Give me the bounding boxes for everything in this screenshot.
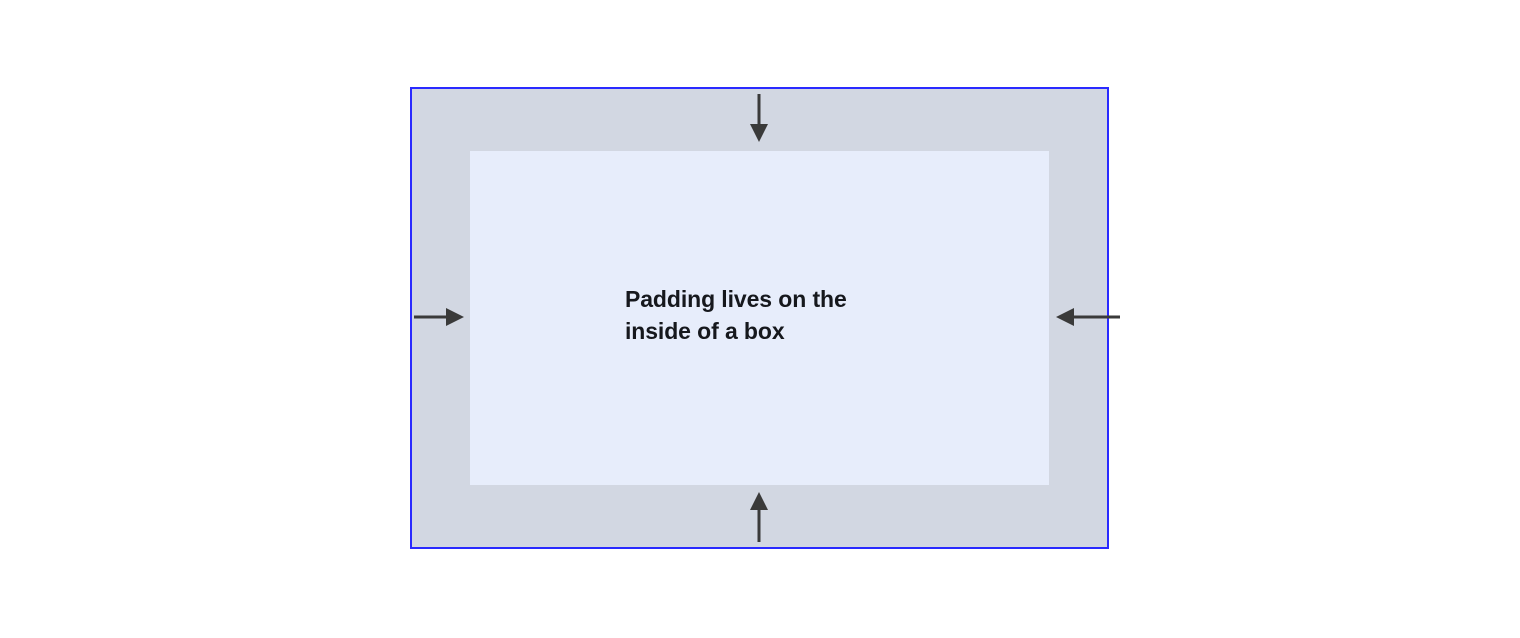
arrow-left-icon [1050, 300, 1120, 334]
arrow-right-icon [414, 300, 468, 334]
arrow-down-icon [737, 94, 781, 144]
arrow-up-icon [737, 490, 781, 542]
padding-description-label: Padding lives on the inside of a box [625, 286, 847, 344]
content-region-box [470, 151, 1049, 485]
